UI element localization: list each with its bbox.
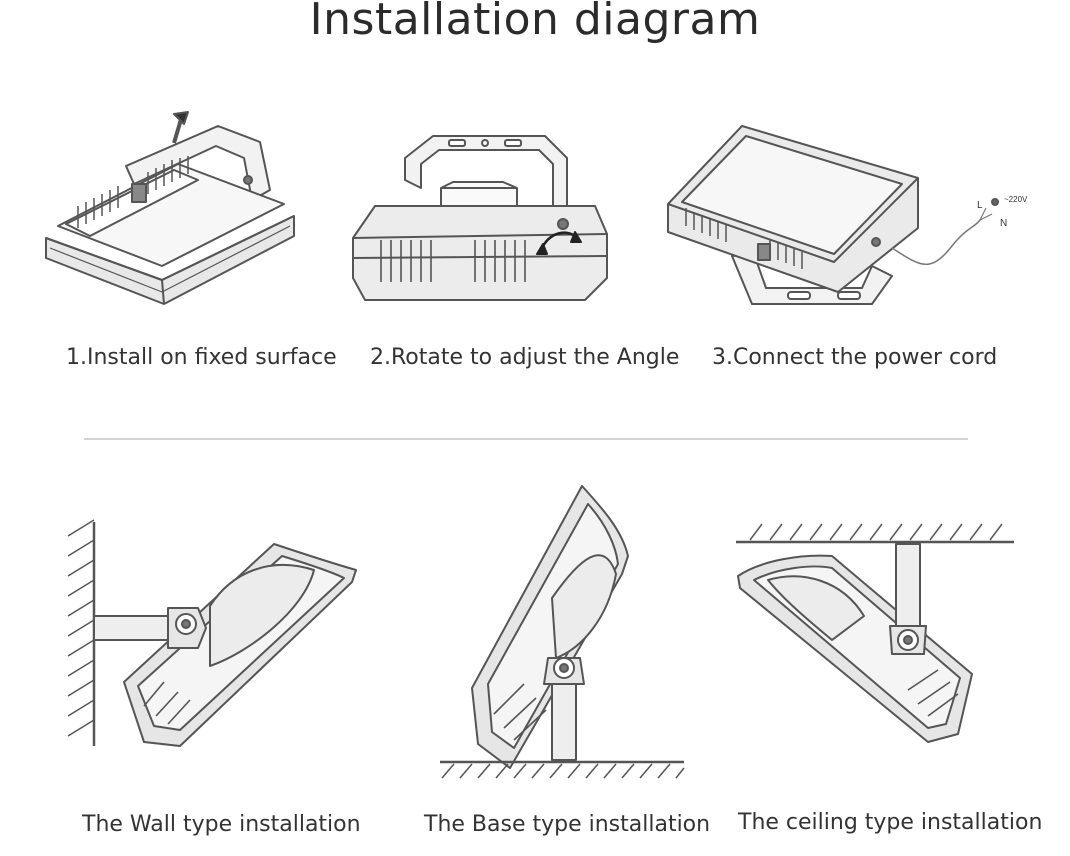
section-divider (84, 438, 968, 440)
wire-label-voltage: ~220V (1004, 195, 1028, 204)
step-1-illustration (38, 108, 308, 318)
ceiling-type-caption: The ceiling type installation (738, 810, 1043, 835)
step-3-caption: 3.Connect the power cord (712, 345, 998, 370)
step-2-caption: 2.Rotate to adjust the Angle (370, 345, 680, 370)
step-2-illustration (345, 128, 615, 308)
step-3-illustration: L N ~220V (662, 116, 1054, 326)
step-1-caption: 1.Install on fixed surface (66, 345, 337, 370)
wall-mount-illustration (60, 516, 370, 756)
base-type-caption: The Base type installation (424, 812, 711, 837)
wire-label-n: N (1000, 218, 1007, 229)
base-mount-illustration (432, 478, 692, 788)
ceiling-mount-illustration (732, 520, 1022, 750)
page-title: Installation diagram (309, 0, 761, 45)
wall-type-caption: The Wall type installation (82, 812, 361, 837)
wire-label-l: L (977, 200, 983, 211)
